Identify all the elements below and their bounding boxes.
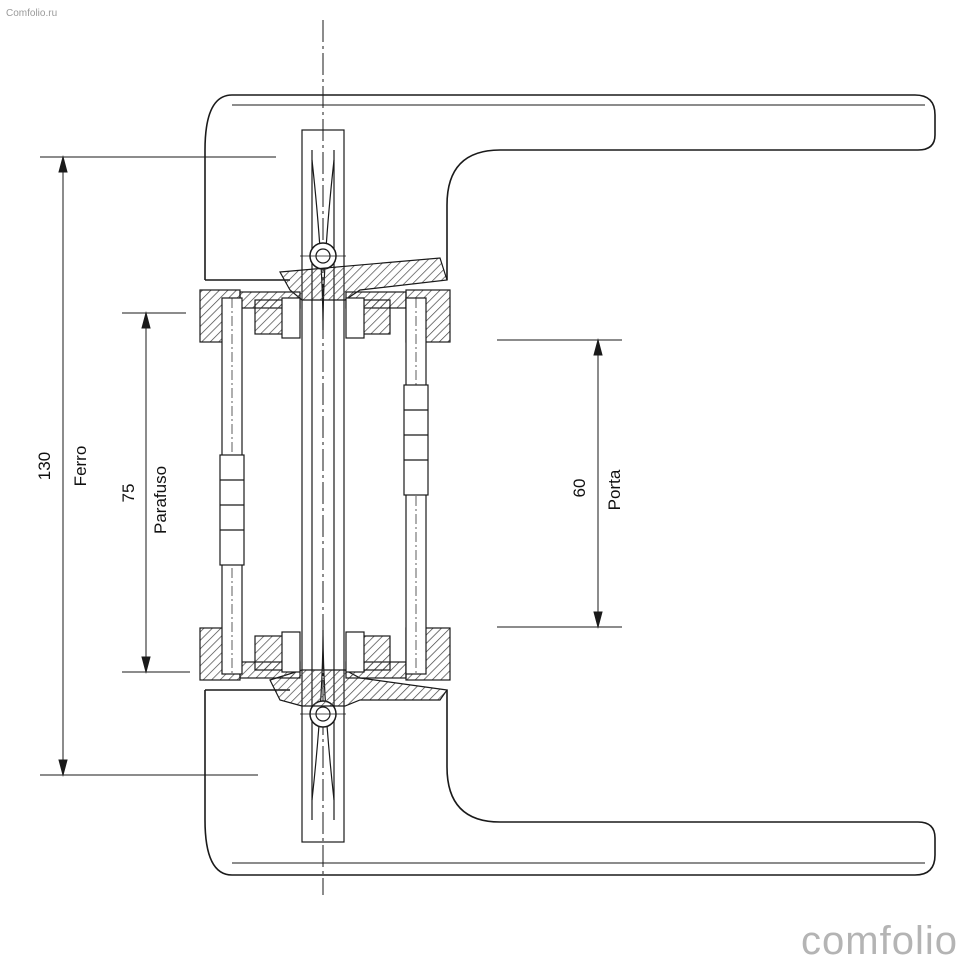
- handle-outline: [204, 94, 936, 876]
- through-bolt-left: [219, 297, 245, 675]
- rose-bottom-section: [199, 627, 451, 707]
- watermark-logo: comfolio: [801, 919, 958, 963]
- parafuso-label: Parafuso: [151, 466, 170, 534]
- porta-value: 60: [570, 479, 589, 498]
- watermark-top-left: Comfolio.ru: [6, 8, 58, 19]
- ferro-label: Ferro: [71, 446, 90, 487]
- parafuso-value: 75: [119, 484, 138, 503]
- porta-label: Porta: [605, 469, 624, 510]
- ferro-value: 130: [35, 452, 54, 480]
- through-bolt-right: [403, 297, 429, 675]
- dimension-parafuso: [122, 311, 190, 674]
- set-screw-top: [300, 242, 346, 270]
- dimension-porta: [497, 338, 622, 629]
- dimension-ferro: [40, 155, 276, 777]
